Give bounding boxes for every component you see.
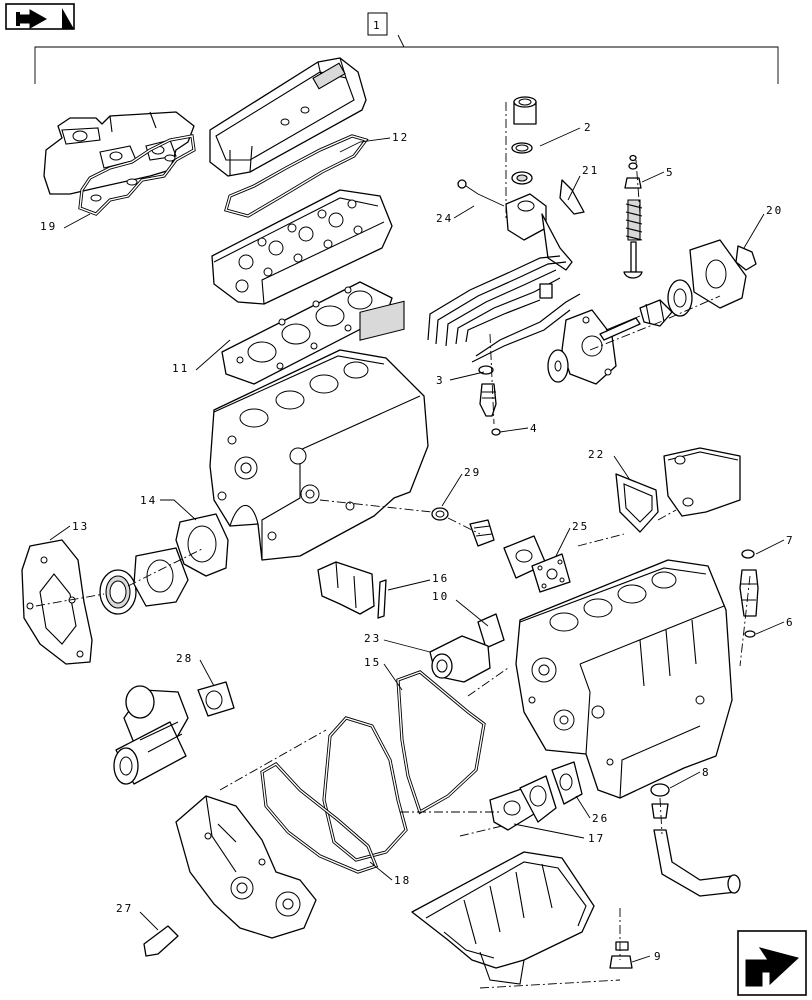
engine-block-front [515, 559, 733, 799]
svg-text:13: 13 [72, 520, 89, 533]
cover-plate-17-26 [489, 761, 583, 831]
svg-text:17: 17 [588, 832, 605, 845]
callout-label-1: 1 [373, 19, 382, 32]
starter-motor [113, 681, 235, 785]
cover-plate-25 [503, 535, 571, 593]
injection-pipes [427, 255, 581, 363]
callout-26: 26 [575, 795, 609, 825]
svg-text:4: 4 [530, 422, 539, 435]
callout-7: 7 [755, 534, 795, 555]
callout-24: 24 [436, 205, 475, 225]
svg-text:18: 18 [394, 874, 411, 887]
callout-17: 17 [513, 823, 605, 845]
callout-13: 13 [49, 520, 89, 541]
next-page-arrow-icon[interactable] [737, 930, 807, 996]
svg-text:16: 16 [432, 572, 449, 585]
main-callout-1: 1 [34, 12, 779, 84]
svg-text:2: 2 [584, 121, 593, 134]
svg-text:21: 21 [582, 164, 599, 177]
svg-text:5: 5 [666, 166, 675, 179]
injection-nozzle [478, 365, 501, 436]
pipe-clamp [539, 283, 553, 299]
timing-cover-gasket-18 [260, 761, 379, 874]
svg-text:26: 26 [592, 812, 609, 825]
svg-text:25: 25 [572, 520, 589, 533]
water-outlet-assembly [457, 96, 585, 271]
callout-16: 16 [387, 572, 449, 591]
callout-22: 22 [588, 448, 631, 481]
callout-23: 23 [364, 632, 431, 653]
thermostat-housing [615, 447, 741, 533]
oil-filler-assembly [429, 613, 505, 683]
assembly-connectors [35, 102, 751, 989]
callout-20: 20 [743, 204, 783, 249]
svg-text:19: 19 [40, 220, 57, 233]
callout-21: 21 [567, 164, 599, 201]
callout-19: 19 [40, 213, 91, 233]
svg-text:23: 23 [364, 632, 381, 645]
oil-pan [411, 851, 633, 985]
callout-10: 10 [432, 590, 489, 627]
callout-9: 9 [631, 950, 663, 963]
callout-18: 18 [369, 861, 411, 887]
injection-pump [739, 549, 759, 638]
callout-4: 4 [499, 422, 539, 435]
rocker-cover [209, 57, 367, 177]
svg-text:15: 15 [364, 656, 381, 669]
gear-case [175, 795, 317, 939]
svg-text:22: 22 [588, 448, 605, 461]
svg-text:8: 8 [702, 766, 711, 779]
bearing-cap [317, 561, 387, 619]
svg-text:28: 28 [176, 652, 193, 665]
svg-text:29: 29 [464, 466, 481, 479]
breather-hose [650, 783, 741, 897]
callout-11: 11 [172, 339, 231, 375]
callout-14: 14 [140, 494, 197, 521]
callout-28: 28 [176, 652, 215, 687]
svg-text:11: 11 [172, 362, 189, 375]
svg-text:20: 20 [766, 204, 783, 217]
callout-25: 25 [555, 520, 589, 557]
cylinder-head [211, 189, 393, 305]
svg-text:7: 7 [786, 534, 795, 547]
pump-pulley [547, 349, 569, 383]
valve-assembly [623, 154, 643, 279]
svg-text:3: 3 [436, 374, 445, 387]
callout-15: 15 [364, 656, 403, 691]
rocker-cover-gasket [224, 134, 369, 218]
svg-text:14: 14 [140, 494, 157, 507]
callout-6: 6 [755, 616, 795, 635]
svg-text:24: 24 [436, 212, 453, 225]
back-arrow-icon[interactable] [5, 3, 75, 30]
callout-12: 12 [339, 131, 409, 153]
svg-text:27: 27 [116, 902, 133, 915]
plug [143, 925, 179, 957]
callout-29: 29 [441, 466, 481, 507]
svg-text:9: 9 [654, 950, 663, 963]
oil-pressure-switch [431, 507, 495, 547]
exhaust-gasket [78, 134, 196, 216]
callout-8: 8 [669, 766, 711, 789]
callout-27: 27 [116, 902, 159, 931]
exhaust-manifold [43, 111, 195, 195]
svg-text:10: 10 [432, 590, 449, 603]
oil-seal-assembly [99, 513, 229, 615]
fan-hub [605, 239, 757, 331]
callout-3: 3 [436, 371, 485, 387]
svg-text:6: 6 [786, 616, 795, 629]
timing-cover-gasket-15 [322, 670, 486, 862]
callout-2: 2 [539, 121, 593, 147]
engine-block-rear [209, 300, 429, 561]
svg-text:12: 12 [392, 131, 409, 144]
callout-5: 5 [641, 166, 675, 183]
